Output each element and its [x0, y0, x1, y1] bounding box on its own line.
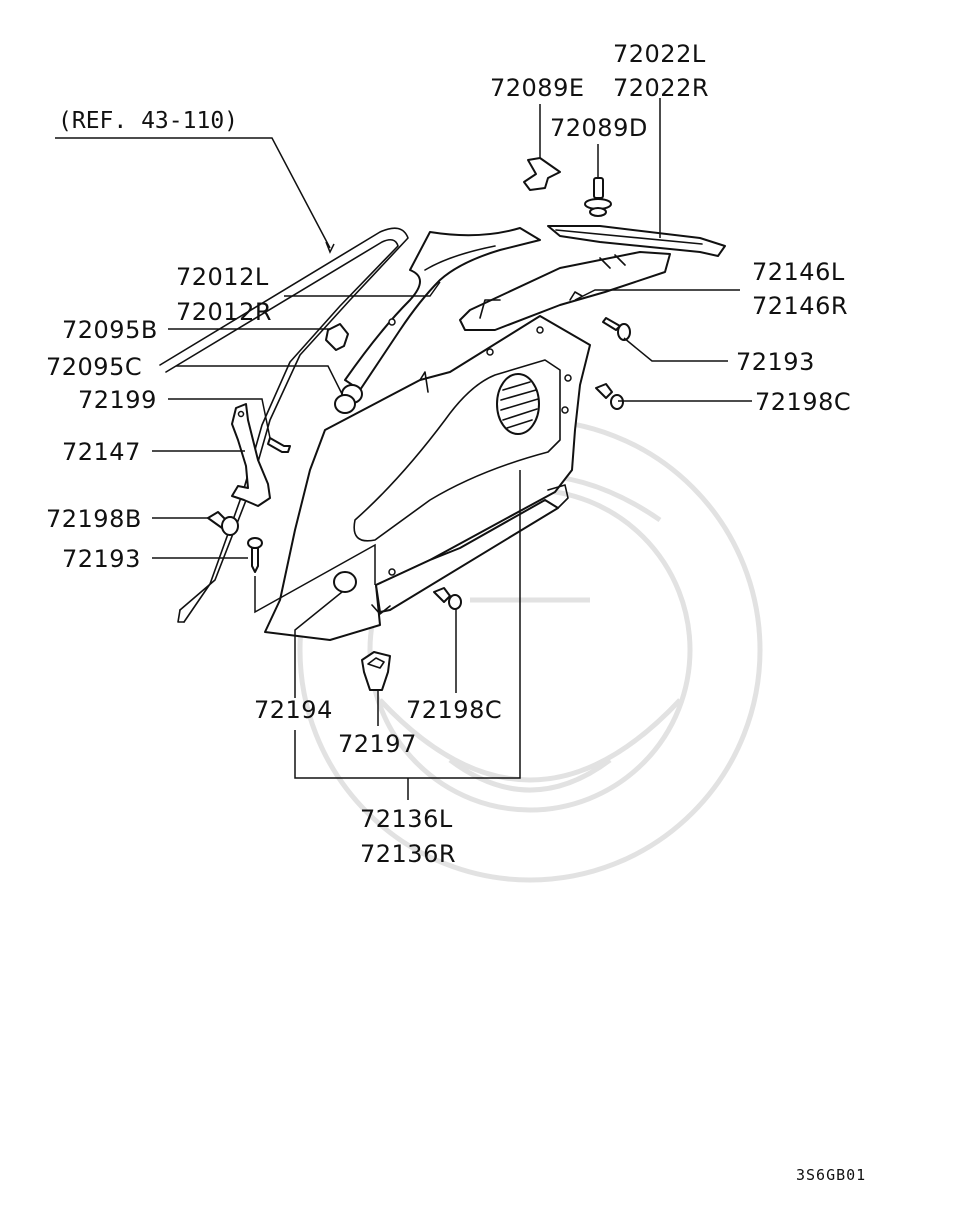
leader-lines: [55, 98, 752, 800]
callout-72012R: 72012R: [176, 298, 272, 326]
callout-72022L: 72022L: [613, 40, 706, 68]
pillar-trim-72012: [344, 227, 541, 391]
callout-labels: (REF. 43-110) 72022L 72022R 72089E 72089…: [46, 40, 866, 1184]
diagram-code: 3S6GB01: [796, 1166, 866, 1184]
callout-72146R: 72146R: [752, 292, 848, 320]
weatherstrip-ref: [159, 227, 409, 623]
callout-72193-left: 72193: [62, 545, 141, 573]
bracket-72147: [231, 403, 271, 507]
clip-72198C-bottom: [433, 587, 462, 610]
molding-72022: [547, 225, 726, 257]
screw-72199: [267, 437, 291, 453]
clip-72198C-right: [595, 383, 624, 410]
callout-72146L: 72146L: [752, 258, 845, 286]
callout-72147: 72147: [62, 438, 141, 466]
clip-72095C: [334, 384, 363, 414]
nut-72197: [361, 651, 391, 691]
clip-72198B: [207, 511, 239, 536]
cap-72194: [333, 571, 357, 593]
callout-72199: 72199: [78, 386, 157, 414]
quarter-trim-72136: [264, 315, 591, 641]
callout-72136L: 72136L: [360, 805, 453, 833]
screw-72193-left: [247, 537, 263, 573]
deck-trim-72146: [459, 251, 671, 331]
clip-72095B: [325, 323, 349, 351]
callout-72197: 72197: [338, 730, 417, 758]
callout-72012L: 72012L: [176, 263, 269, 291]
callout-72193-right: 72193: [736, 348, 815, 376]
callout-72089D: 72089D: [550, 114, 648, 142]
screw-72089D: [584, 177, 612, 217]
callout-72022R: 72022R: [613, 74, 709, 102]
screw-72193-right: [602, 317, 631, 341]
clip-72089E: [523, 157, 561, 191]
callout-72089E: 72089E: [490, 74, 585, 102]
speaker-grille-hatch: [500, 381, 539, 429]
callout-72095B: 72095B: [62, 316, 158, 344]
callout-72095C: 72095C: [46, 353, 142, 381]
callout-72198C-right: 72198C: [755, 388, 851, 416]
callout-72136R: 72136R: [360, 840, 456, 868]
callout-72198B: 72198B: [46, 505, 142, 533]
reference-label: (REF. 43-110): [58, 108, 238, 134]
callout-72194: 72194: [254, 696, 333, 724]
callout-72198C-bottom: 72198C: [406, 696, 502, 724]
